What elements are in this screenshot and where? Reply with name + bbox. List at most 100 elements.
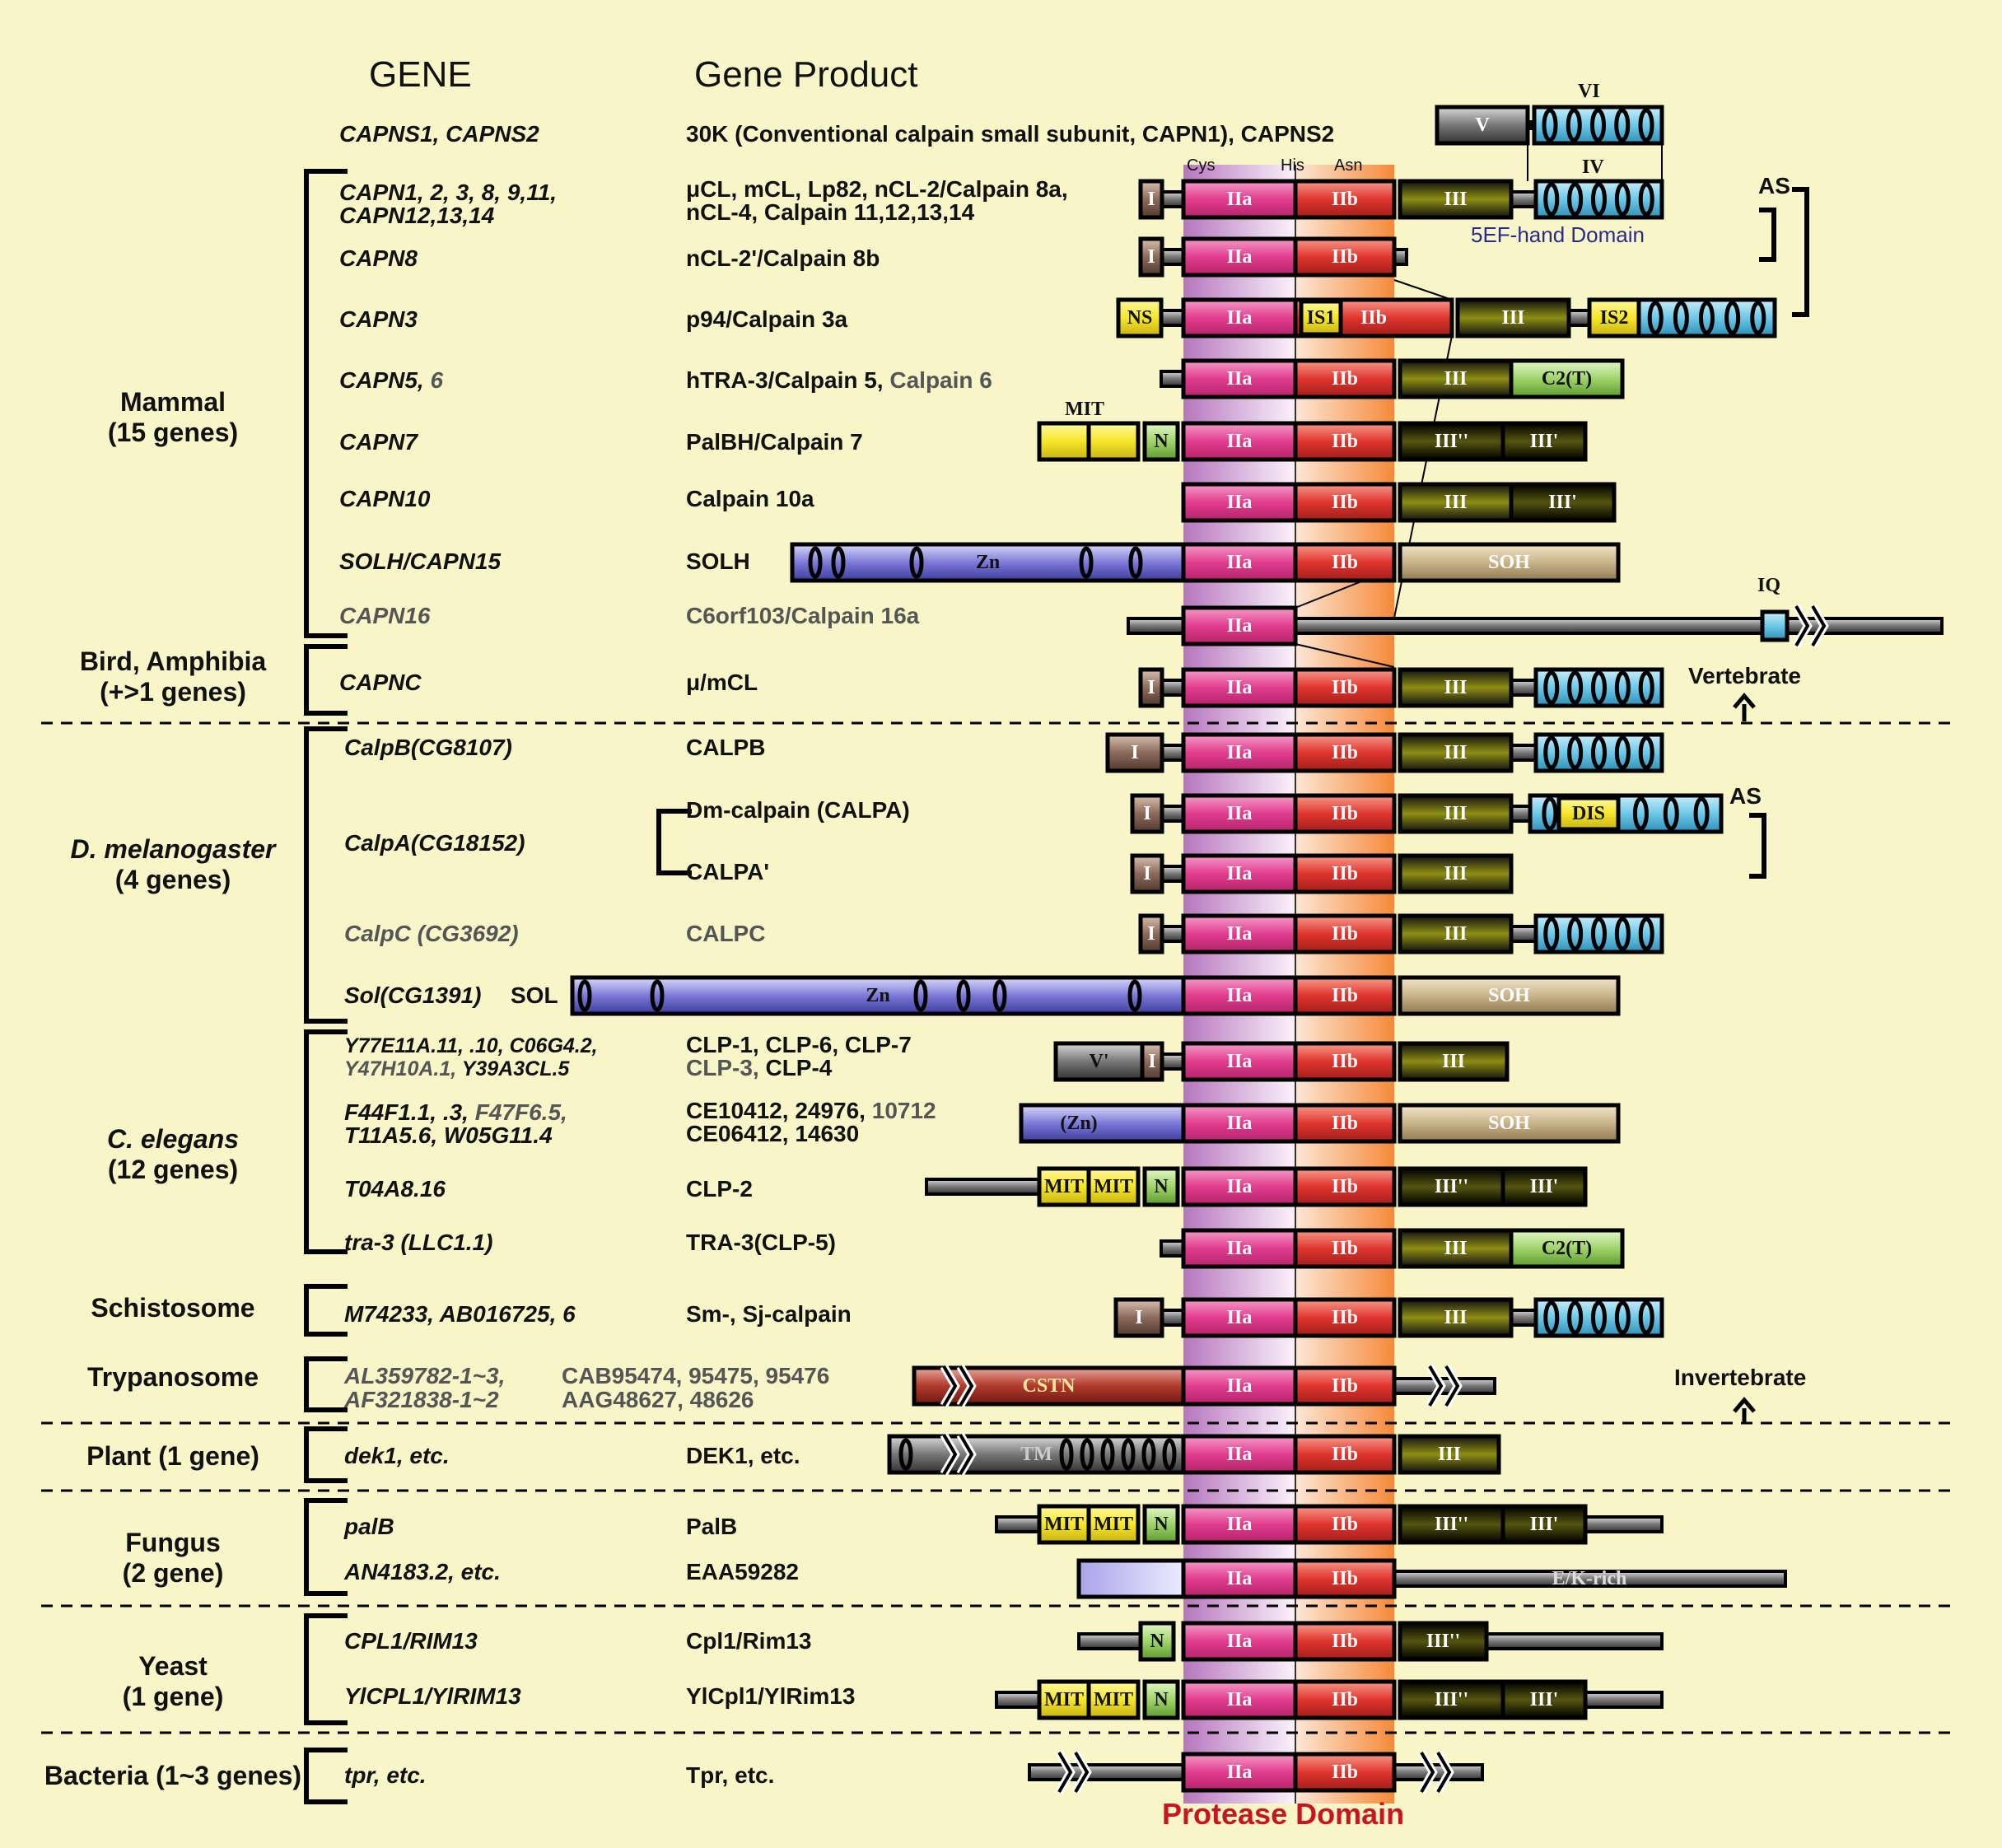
mit-domain-text: MIT bbox=[1044, 1514, 1084, 1535]
domain-i-text: I bbox=[1143, 803, 1150, 824]
domain-iib bbox=[1293, 1558, 1397, 1599]
gene-name: T11A5.6, W05G11.4 bbox=[344, 1122, 553, 1148]
linker bbox=[1584, 1691, 1664, 1709]
domain-iia bbox=[1181, 667, 1298, 708]
domain-iib bbox=[1293, 1679, 1397, 1720]
linker bbox=[1294, 617, 1944, 635]
product-name: CE10412, 24976, 10712 bbox=[686, 1098, 936, 1123]
domain-iii-prime-text: III' bbox=[1530, 431, 1559, 452]
product-name: DEK1, etc. bbox=[686, 1443, 800, 1468]
gene-name: dek1, etc. bbox=[344, 1443, 450, 1468]
group-drosophila: D. melanogaster(4 genes) bbox=[70, 834, 276, 894]
group-fungus: Fungus(2 gene) bbox=[122, 1528, 224, 1588]
mit-domain bbox=[1086, 1679, 1141, 1720]
tm-motif bbox=[1162, 1438, 1177, 1471]
domain-n-text: N bbox=[1154, 1689, 1169, 1710]
domain-iib-text: IIb bbox=[1332, 1689, 1358, 1710]
domain-n bbox=[1142, 1679, 1180, 1720]
domain-iia bbox=[1181, 1365, 1298, 1407]
ef-hand-motif bbox=[1614, 1300, 1631, 1335]
domain-iia-text: IIa bbox=[1227, 552, 1253, 573]
linker bbox=[1160, 1052, 1185, 1071]
domain-iia-text: IIa bbox=[1227, 1568, 1253, 1589]
domain-iii-text: III bbox=[1444, 803, 1467, 824]
ef-hand-motif bbox=[1543, 182, 1560, 217]
connector bbox=[1528, 120, 1534, 130]
domain-iia-text: IIa bbox=[1227, 1444, 1253, 1465]
domain-iia bbox=[1181, 482, 1298, 523]
linker bbox=[1160, 865, 1185, 883]
product-name: Cpl1/Rim13 bbox=[686, 1628, 812, 1654]
linker bbox=[1510, 744, 1538, 762]
bracket-calpa bbox=[656, 809, 692, 875]
ef-hand-motif bbox=[1614, 182, 1631, 217]
group-bacteria: Bacteria (1~3 genes) bbox=[44, 1761, 302, 1790]
product-name: CLP-2 bbox=[686, 1176, 753, 1202]
gene-name: AN4183.2, etc. bbox=[344, 1559, 501, 1584]
domain-iib-text: IIb bbox=[1332, 1238, 1358, 1259]
domain-i-text: I bbox=[1147, 189, 1155, 210]
zn-motif bbox=[831, 546, 846, 579]
domain-n-text: N bbox=[1154, 1176, 1169, 1197]
ef-hand-motif bbox=[1591, 735, 1607, 770]
domain-iib-text: IIb bbox=[1332, 1762, 1358, 1783]
bracket-c-elegans bbox=[304, 1029, 348, 1254]
ef-hand-motif bbox=[1638, 670, 1654, 705]
product-name: EAA59282 bbox=[686, 1559, 799, 1584]
domain-iia bbox=[1181, 297, 1298, 338]
zn-motif bbox=[650, 979, 665, 1012]
domain-iii-text: III bbox=[1444, 863, 1467, 884]
domain-iia-text: IIa bbox=[1227, 863, 1253, 884]
product-name: CLP-1, CLP-6, CLP-7 bbox=[686, 1032, 912, 1057]
bracket-trypanosome bbox=[304, 1356, 348, 1412]
product-name: 30K (Conventional calpain small subunit,… bbox=[686, 121, 1335, 147]
domain-iii-double-prime bbox=[1398, 1621, 1489, 1662]
domain-c2t bbox=[1509, 1228, 1625, 1269]
domain-iib-text: IIb bbox=[1332, 189, 1358, 210]
zn-motif bbox=[808, 546, 823, 579]
ef-hand-motif bbox=[1543, 735, 1560, 770]
domain-iib-text: IIb bbox=[1332, 863, 1358, 884]
domain-iib-text: IIb bbox=[1332, 1444, 1358, 1465]
domain-n bbox=[1138, 1621, 1176, 1662]
domain-soh bbox=[1398, 542, 1621, 583]
linker bbox=[1160, 1309, 1185, 1327]
domain-iib bbox=[1293, 913, 1397, 954]
domain-i bbox=[1138, 913, 1164, 954]
break-mark bbox=[1057, 1751, 1090, 1794]
domain-iii-prime bbox=[1500, 1166, 1588, 1207]
product-name: CALPA' bbox=[686, 859, 770, 884]
ef-hand-motif bbox=[1663, 796, 1679, 831]
domain-iib bbox=[1293, 482, 1397, 523]
ef-hand-motif bbox=[1543, 670, 1560, 705]
ef-hand-motif bbox=[1591, 182, 1607, 217]
linker bbox=[995, 1515, 1041, 1533]
gene-name: tpr, etc. bbox=[344, 1762, 427, 1788]
domain-iia-text: IIa bbox=[1227, 742, 1253, 763]
mit-domain-text: MIT bbox=[1044, 1689, 1084, 1710]
domain-iib-text: IIb bbox=[1332, 1514, 1358, 1535]
product-name: CE06412, 14630 bbox=[686, 1121, 860, 1146]
product-name: SOL bbox=[511, 982, 558, 1008]
domain-iia-text: IIa bbox=[1227, 1113, 1253, 1134]
domain-iia-text: IIa bbox=[1227, 1051, 1253, 1072]
ef-hand-label: 5EF-hand Domain bbox=[1471, 222, 1645, 247]
product-name: CALPC bbox=[686, 921, 766, 946]
domain-iia bbox=[1181, 793, 1298, 834]
product-name: hTRA-3/Calpain 5, Calpain 6 bbox=[686, 367, 992, 393]
mit-domain-text: MIT bbox=[1094, 1689, 1133, 1710]
domain-iib-text: IIb bbox=[1332, 246, 1358, 268]
ef-hand-motif bbox=[1750, 301, 1766, 335]
domain-iii-prime bbox=[1500, 1504, 1588, 1545]
iq-motif bbox=[1760, 609, 1790, 642]
domain-iib bbox=[1293, 542, 1397, 583]
domain-iia-text: IIa bbox=[1227, 1689, 1253, 1710]
product-name: Dm-calpain (CALPA) bbox=[686, 797, 910, 823]
domain-is1 bbox=[1299, 299, 1343, 337]
gene-name: CalpA(CG18152) bbox=[344, 830, 525, 856]
group-yeast: Yeast(1 gene) bbox=[122, 1651, 224, 1711]
ef-hand-motif bbox=[1632, 796, 1649, 831]
domain-iib bbox=[1293, 853, 1397, 894]
domain-iii-double-prime-text: III'' bbox=[1435, 1176, 1468, 1197]
